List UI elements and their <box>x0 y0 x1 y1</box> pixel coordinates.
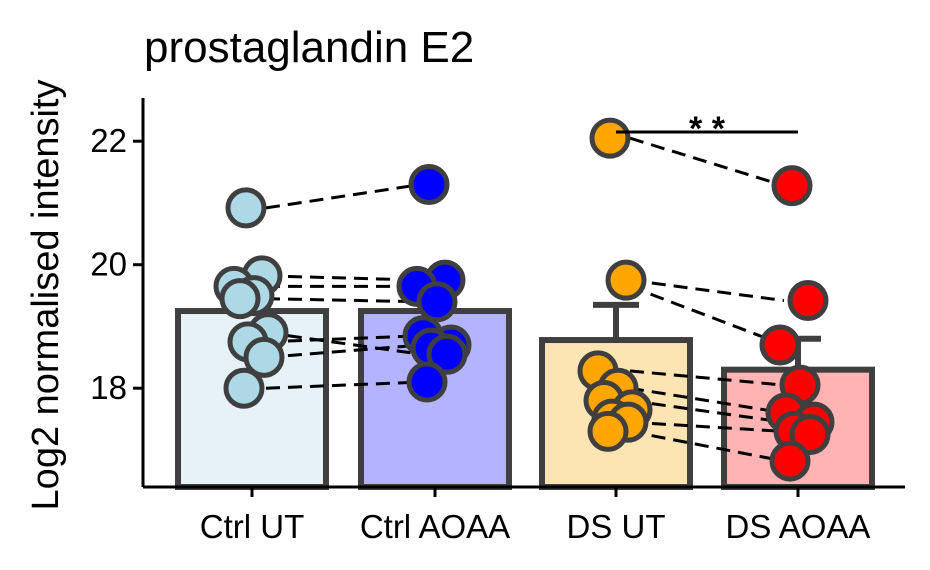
data-point <box>589 117 631 159</box>
data-point <box>605 259 647 301</box>
x-tick-label: DS AOAA <box>726 508 871 545</box>
points-layer <box>213 117 835 482</box>
data-point <box>406 361 448 403</box>
pair-line <box>629 136 785 188</box>
pair-line <box>629 386 785 415</box>
significance-layer: * * <box>616 110 798 148</box>
data-point <box>416 281 458 323</box>
pair-line <box>629 278 785 303</box>
data-point <box>408 163 450 205</box>
y-tick-label: 18 <box>90 369 127 406</box>
x-tick-label: Ctrl UT <box>200 508 304 545</box>
pair-line <box>265 274 422 282</box>
pair-line <box>629 420 785 433</box>
pair-line <box>265 182 422 210</box>
data-point <box>771 165 813 207</box>
y-axis-label: Log2 normalised intensity <box>25 80 67 511</box>
data-point <box>769 440 811 482</box>
chart-title: prostaglandin E2 <box>144 23 474 72</box>
data-point <box>587 410 629 452</box>
data-point <box>426 333 468 375</box>
pair-line <box>629 429 785 463</box>
pair-line <box>265 331 422 356</box>
pair-line <box>265 334 422 344</box>
y-tick-label: 20 <box>90 246 127 283</box>
data-point <box>787 280 829 322</box>
data-point <box>759 324 801 366</box>
y-tick-label: 22 <box>90 122 127 159</box>
pair-line <box>629 369 785 387</box>
data-point <box>789 414 831 456</box>
x-tick-label: DS UT <box>567 508 666 545</box>
pair-lines-layer <box>265 136 785 463</box>
data-point <box>223 367 265 409</box>
pair-line <box>265 297 422 304</box>
pair-line <box>265 343 422 359</box>
data-point <box>243 336 285 378</box>
pair-line <box>629 284 785 347</box>
significance-label: * * <box>689 110 726 148</box>
pair-line <box>265 380 422 390</box>
data-point <box>219 278 261 320</box>
x-tick-label: Ctrl AOAA <box>360 508 510 545</box>
pair-line <box>629 399 785 424</box>
data-point <box>225 187 267 229</box>
